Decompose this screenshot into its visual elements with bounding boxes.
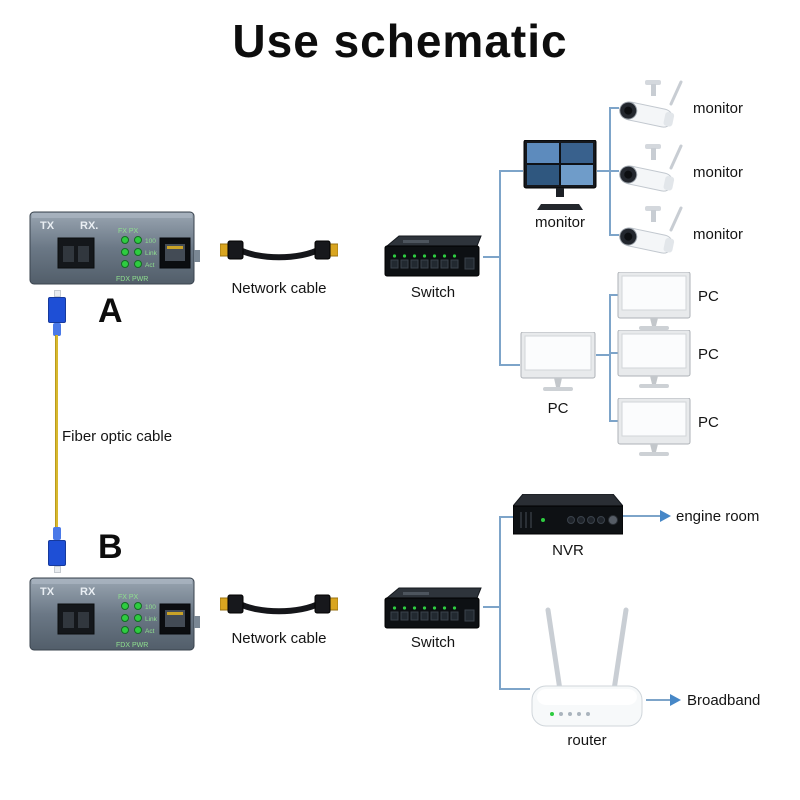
camera-icon-1 [615,80,689,136]
connector-line [597,170,609,172]
router-label: router [567,732,607,749]
switch-top-icon [383,234,483,280]
pc-icon-1 [617,272,691,334]
converter-led-row1-label: 100 [145,604,156,611]
connector-line [499,516,501,690]
fiber-connector-ferrule-bottom [54,566,61,573]
connector-line [483,606,500,608]
fiber-connector-boot-bottom [53,527,61,540]
camera-label-2: monitor [693,164,744,181]
connector-line [501,516,513,518]
connector-line [501,688,530,690]
converter-led-bottom-label: FDX PWR [116,642,148,649]
camera-icon-2 [615,144,689,200]
converter-tx-label: TX [40,220,55,232]
fiber-cable-label: Fiber optic cable [62,428,173,445]
media-converter-a-icon: TX RX. FX PX 100 Link Act FDX PWR [28,206,200,290]
fiber-optic-cable-icon [55,335,58,527]
fiber-sc-connector-bottom-icon [48,540,66,566]
pc-icon-2 [617,330,691,392]
nvr-label: NVR [552,542,584,559]
connector-line [483,256,500,258]
router-icon [528,598,646,730]
converter-led-row3-label: Act [145,628,155,635]
converter-rx-label: RX. [80,220,98,232]
nvr-icon [513,494,623,538]
converter-b-label: B [98,528,123,566]
network-cable-top-icon [220,234,338,268]
connector-line [499,170,501,366]
network-cable-bottom-label: Network cable [231,630,327,647]
connector-line [609,107,611,236]
pc-label-main: PC [547,400,569,417]
converter-led-bottom-label: FDX PWR [116,276,148,283]
connector-line [501,364,520,366]
connector-line [611,294,619,296]
converter-led-top-label: FX PX [118,228,139,235]
switch-bottom-icon [383,586,483,632]
pc-label-3: PC [698,414,719,431]
connector-line [611,420,619,422]
engine-room-arrow-icon [660,510,671,522]
connector-line [609,294,611,422]
converter-a-label: A [98,292,123,330]
camera-icon-3 [615,206,689,262]
broadband-arrow-icon [670,694,681,706]
converter-rx-label: RX [80,586,96,598]
converter-led-top-label: FX PX [118,594,139,601]
pc-icon-main [520,332,596,396]
connector-line [501,170,523,172]
converter-led-row2-label: Link [145,250,158,257]
switch-bottom-label: Switch [410,634,456,651]
network-cable-top-label: Network cable [231,280,327,297]
converter-led-row1-label: 100 [145,238,156,245]
pc-icon-3 [617,398,691,460]
camera-label-1: monitor [693,100,744,117]
tv-monitor-icon [523,140,597,212]
connector-line [611,234,619,236]
page-title: Use schematic [232,15,568,67]
fiber-connector-boot-top [53,323,61,336]
engine-room-arrow-line [623,515,661,517]
converter-led-row3-label: Act [145,262,155,269]
media-converter-b-icon: TX RX FX PX 100 Link Act FDX PWR [28,572,200,656]
pc-label-1: PC [698,288,719,305]
tv-monitor-label: monitor [534,214,586,231]
fiber-connector-ferrule-top [54,290,61,297]
connector-line [611,170,619,172]
switch-top-label: Switch [410,284,456,301]
connector-line [596,354,609,356]
camera-label-3: monitor [693,226,744,243]
fiber-sc-connector-top-icon [48,297,66,323]
engine-room-label: engine room [676,508,760,525]
broadband-label: Broadband [687,692,761,709]
connector-line [611,107,619,109]
connector-line [611,352,619,354]
converter-tx-label: TX [40,586,55,598]
network-cable-bottom-icon [220,588,338,622]
pc-label-2: PC [698,346,719,363]
converter-led-row2-label: Link [145,616,158,623]
broadband-arrow-line [646,699,671,701]
